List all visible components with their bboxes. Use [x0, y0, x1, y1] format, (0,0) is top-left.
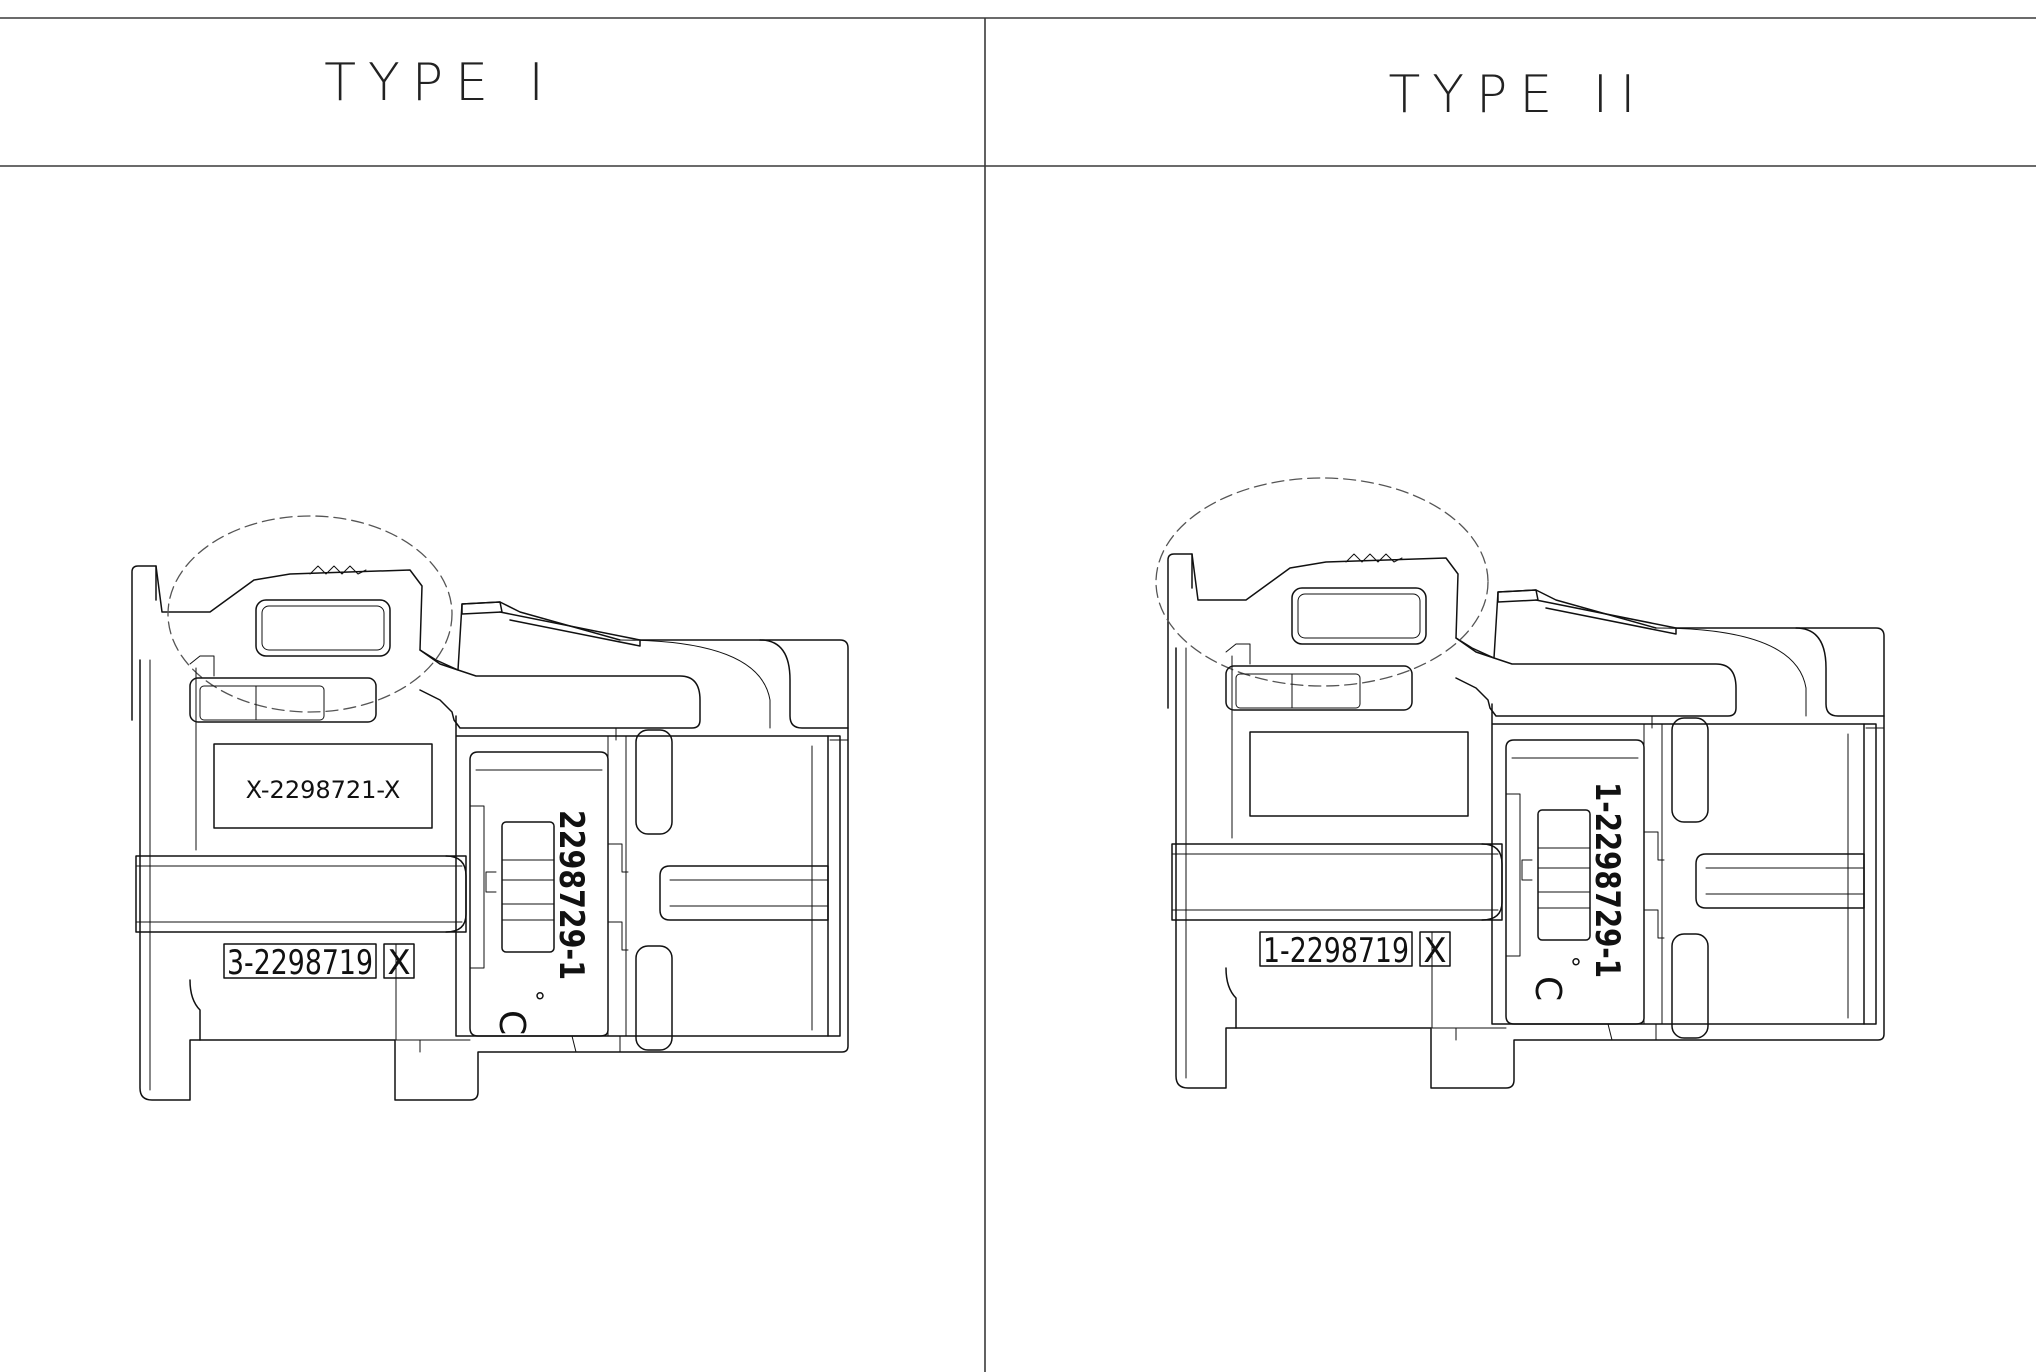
detail-ellipse	[167, 515, 453, 713]
latch-arm	[419, 649, 701, 729]
type2-code-label: 1-2298719	[1263, 931, 1409, 971]
latch-window	[1291, 587, 1427, 645]
tpa-slot	[1537, 809, 1591, 941]
rear-housing	[1491, 703, 1877, 1025]
header-type-2: TYPE II	[1389, 65, 1648, 125]
type1-degree-mark: °	[534, 988, 546, 1016]
type1-housing-label: X-2298721-X	[246, 776, 401, 804]
latch-arm	[1455, 637, 1737, 717]
horizontal-band	[135, 855, 467, 933]
detail-ellipse	[1155, 477, 1489, 687]
type2-degree-mark: °	[1570, 954, 1582, 982]
code-suffix-box	[383, 943, 415, 979]
connector-body-outline	[1175, 627, 1885, 1089]
rear-housing	[455, 715, 841, 1037]
type1-c-mark: C	[491, 1010, 532, 1035]
type2-code-suffix: X	[1423, 931, 1446, 971]
housing-label-box	[213, 743, 433, 829]
housing-label-box	[1249, 731, 1469, 817]
type2-vertical-label: 1-2298729-1	[1587, 782, 1627, 978]
code-label-box	[1259, 931, 1413, 967]
type2-c-mark: C	[1527, 976, 1568, 1001]
type1-vertical-label: 2298729-1	[551, 810, 591, 980]
tpa-block	[1505, 739, 1645, 1025]
connector-type-1	[131, 515, 849, 1101]
horizontal-band	[1171, 843, 1503, 921]
type1-code-suffix: X	[387, 943, 410, 983]
connector-body-outline	[139, 639, 849, 1101]
code-label-box	[223, 943, 377, 979]
type1-code-label: 3-2298719	[227, 943, 373, 983]
tpa-slot	[501, 821, 555, 953]
code-suffix-box	[1419, 931, 1451, 967]
table-grid	[0, 17, 2036, 1372]
tpa-block	[469, 751, 609, 1037]
latch-window	[255, 599, 391, 657]
header-type-1: TYPE I	[324, 53, 556, 113]
connector-type-2	[1155, 477, 1885, 1089]
